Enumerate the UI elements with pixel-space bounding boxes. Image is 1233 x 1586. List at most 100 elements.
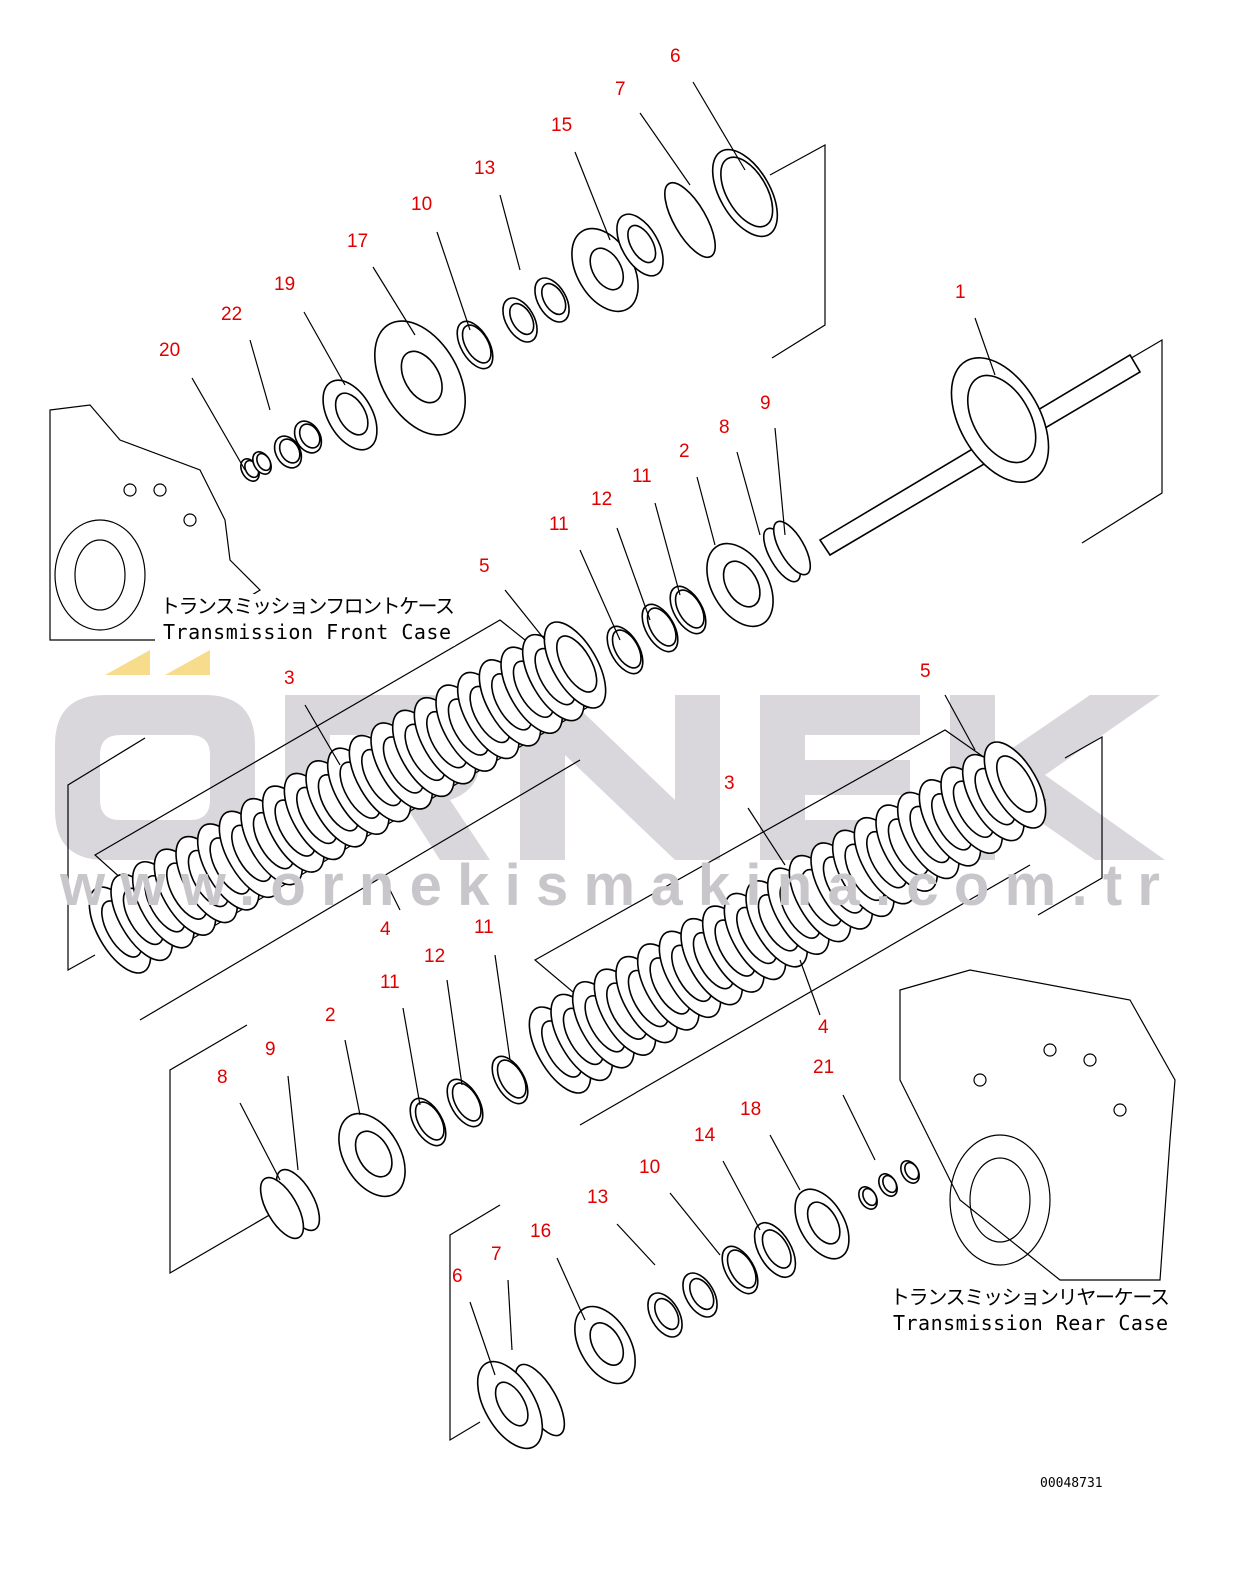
leader-line xyxy=(504,589,546,641)
gear-17 xyxy=(373,320,467,436)
leader-line xyxy=(769,1134,801,1191)
ring-inner xyxy=(653,1297,680,1331)
ring-inner xyxy=(996,755,1038,813)
clutch-disc-pack1 xyxy=(413,696,477,785)
leader-line xyxy=(446,979,463,1086)
ring-inner xyxy=(862,1187,878,1207)
watermark-accent xyxy=(105,650,150,675)
leader-line xyxy=(692,81,746,171)
frame-shaft xyxy=(1081,338,1163,544)
frame-upper xyxy=(769,143,826,359)
ring-12 xyxy=(641,603,679,653)
ring-outer xyxy=(259,1176,305,1240)
washer-14 xyxy=(753,1222,797,1278)
piston-2 xyxy=(706,542,774,628)
leader-line xyxy=(384,879,401,911)
ring-inner xyxy=(688,1277,715,1311)
bearing-19 xyxy=(322,379,378,451)
clutch-disc-pack2 xyxy=(853,816,917,905)
callout: 16 xyxy=(530,1221,551,1242)
ring-10 xyxy=(721,1245,759,1295)
ring-inner xyxy=(256,452,272,472)
leader-line xyxy=(303,311,346,386)
leader-line xyxy=(669,1192,721,1256)
logo-letter-o xyxy=(55,695,255,860)
frame-pack1 xyxy=(67,737,146,972)
leader-line xyxy=(494,954,511,1061)
callout: 5 xyxy=(479,556,490,577)
clutch-disc-pack1 xyxy=(543,621,607,709)
callout: 4 xyxy=(380,919,391,940)
leader-line xyxy=(616,1223,656,1266)
plate-6 xyxy=(711,148,779,238)
callout: 11 xyxy=(549,514,569,535)
callout: 12 xyxy=(424,946,445,967)
ring-inner xyxy=(298,423,321,449)
bearing-13 xyxy=(682,1272,718,1318)
frame-pack2 xyxy=(1037,735,1103,916)
bearing-13 xyxy=(534,277,570,323)
callout: 22 xyxy=(221,304,242,325)
clutch-disc-pack2 xyxy=(940,766,1004,855)
ring-inner xyxy=(722,560,761,608)
ring-inner xyxy=(589,1322,625,1366)
leader-lines xyxy=(191,81,996,1376)
pack2-bracket-lower xyxy=(579,864,1031,1126)
leader-line xyxy=(654,502,681,596)
clutch-disc-pack2 xyxy=(983,741,1047,829)
leader-line xyxy=(287,1075,299,1171)
callout: 11 xyxy=(380,972,400,993)
ring-inner xyxy=(726,1249,757,1289)
callout: 9 xyxy=(265,1039,276,1060)
watermark-accent xyxy=(165,650,210,675)
ring-inner xyxy=(334,392,369,436)
o-ring xyxy=(878,1173,898,1197)
rear-case-sketch xyxy=(899,969,1176,1281)
ring-inner xyxy=(806,1201,841,1245)
ring-inner xyxy=(882,1174,898,1194)
ring-inner xyxy=(400,350,443,404)
leader-line xyxy=(574,151,611,241)
clutch-disc-pack2 xyxy=(788,854,852,943)
ring-11 xyxy=(409,1097,447,1147)
logo-letter-e xyxy=(760,695,920,860)
rear-case-label-jp: トランスミッションリヤーケース xyxy=(890,1285,1170,1309)
o-ring xyxy=(858,1186,878,1210)
leader-line xyxy=(722,1160,761,1231)
leader-line xyxy=(469,1301,496,1376)
ring-inner xyxy=(451,1082,482,1122)
leader-line xyxy=(944,694,976,751)
leader-line xyxy=(696,476,716,546)
callout: 10 xyxy=(411,194,432,215)
clutch-disc-pack1 xyxy=(283,772,347,861)
ring-10 xyxy=(456,320,494,370)
leader-line xyxy=(974,317,996,376)
leader-line xyxy=(736,451,761,536)
clutch-disc-pack1 xyxy=(218,810,282,899)
leader-line xyxy=(372,266,416,336)
callout: 1 xyxy=(955,282,966,303)
o-ring xyxy=(252,451,272,475)
o-ring xyxy=(293,420,323,454)
ring-8 xyxy=(259,1176,305,1240)
ring-inner xyxy=(761,1229,792,1269)
callout: 8 xyxy=(217,1067,228,1088)
caption-bg xyxy=(155,594,455,646)
bearing-13 xyxy=(502,297,538,343)
callout: 4 xyxy=(818,1017,829,1038)
leader-line xyxy=(639,112,691,186)
callout: 15 xyxy=(551,115,572,136)
ring-12 xyxy=(446,1078,484,1128)
bearing-18 xyxy=(794,1188,850,1260)
ring-inner xyxy=(278,438,301,464)
clutch-disc-pack2 xyxy=(615,955,679,1044)
leader-line xyxy=(344,1039,361,1116)
callout: 7 xyxy=(491,1244,502,1265)
ring-inner xyxy=(904,1161,920,1181)
leader-line xyxy=(774,427,786,536)
clutch-disc-pack1 xyxy=(500,646,564,735)
ring-inner xyxy=(627,224,657,264)
callout: 14 xyxy=(694,1125,716,1146)
ring-inner xyxy=(556,635,598,693)
clutch-disc-pack2 xyxy=(961,753,1025,842)
